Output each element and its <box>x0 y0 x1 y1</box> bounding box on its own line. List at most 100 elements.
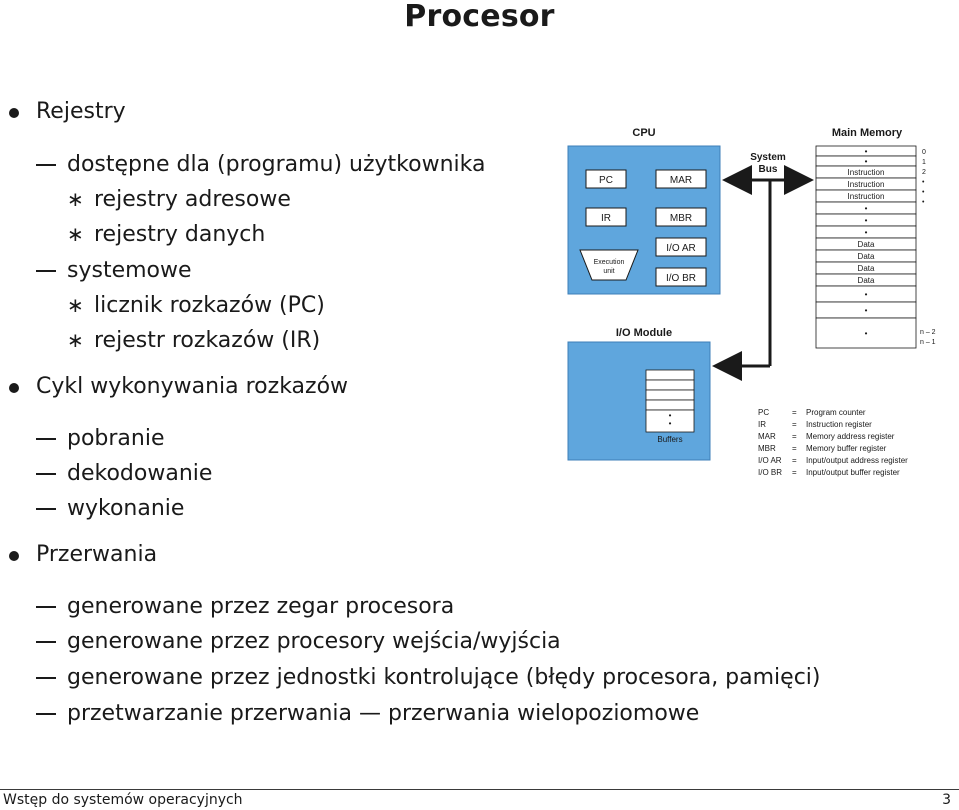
register-label: PC <box>599 175 613 186</box>
legend-eq: = <box>792 444 797 453</box>
bullet-text: systemowe <box>67 258 192 283</box>
execution-unit-label: Execution <box>594 259 625 266</box>
buffers-label: Buffers <box>657 435 682 444</box>
bullet-text: generowane przez jednostki kontrolujące … <box>67 665 821 690</box>
memory-cell-label: • <box>865 290 868 299</box>
bullet-dash-icon <box>36 606 56 608</box>
slide-title: Procesor <box>404 0 555 34</box>
buffer-ellipsis: • <box>669 419 672 428</box>
memory-cell-label: Data <box>858 264 875 273</box>
legend-abbr: I/O BR <box>758 468 782 477</box>
memory-cell-label: • <box>865 147 868 156</box>
memory-index: n – 2 <box>920 329 936 336</box>
legend-meaning: Instruction register <box>806 420 872 429</box>
bullet-text: dostępne dla (programu) użytkownika <box>67 152 486 177</box>
memory-index: • <box>922 199 925 206</box>
legend-eq: = <box>792 420 797 429</box>
memory-cell-label: • <box>865 204 868 213</box>
legend-meaning: Program counter <box>806 408 866 417</box>
register-label: I/O AR <box>666 243 695 254</box>
io-module-label: I/O Module <box>616 327 672 339</box>
memory-index: 0 <box>922 149 926 156</box>
bullet-text: rejestr rozkazów (IR) <box>94 328 321 353</box>
legend-abbr: I/O AR <box>758 456 782 465</box>
legend-eq: = <box>792 468 797 477</box>
memory-cell-label: • <box>865 329 868 338</box>
cpu-label: CPU <box>632 127 655 139</box>
bullet-asterisk-icon: ∗ <box>67 222 84 246</box>
execution-unit-label: unit <box>603 268 614 275</box>
system-bus-label: Bus <box>759 164 778 175</box>
memory-index: • <box>922 179 925 186</box>
bullet-dash-icon <box>36 713 56 715</box>
bullet-text: generowane przez procesory wejścia/wyjśc… <box>67 629 561 654</box>
memory-cell-label: • <box>865 216 868 225</box>
bullet-text: rejestry adresowe <box>94 187 291 212</box>
register-label: I/O BR <box>666 273 696 284</box>
system-bus-label: System <box>750 152 786 163</box>
legend-abbr: MBR <box>758 444 776 453</box>
bullet-text: licznik rozkazów (PC) <box>94 293 325 318</box>
legend-eq: = <box>792 408 797 417</box>
memory-index: 1 <box>922 159 926 166</box>
bullet-dash-icon <box>36 677 56 679</box>
bullet-text: dekodowanie <box>67 461 213 486</box>
memory-cell-label: Data <box>858 276 875 285</box>
bullet-dot-icon <box>9 383 19 393</box>
buffer-slot <box>645 379 695 391</box>
footer-page-number: 3 <box>942 792 951 808</box>
buffer-slot <box>645 409 695 433</box>
memory-cell-label: Instruction <box>848 180 885 189</box>
footer-divider <box>0 789 959 790</box>
legend-meaning: Memory buffer register <box>806 444 887 453</box>
bullet-asterisk-icon: ∗ <box>67 293 84 317</box>
legend-meaning: Input/output address register <box>806 456 908 465</box>
legend-abbr: PC <box>758 408 769 417</box>
buffer-slot <box>645 399 695 411</box>
buffer-ellipsis: • <box>669 411 672 420</box>
main-memory-label: Main Memory <box>832 127 903 139</box>
memory-cell-label: • <box>865 306 868 315</box>
register-box <box>655 267 707 287</box>
memory-cell-label: Data <box>858 252 875 261</box>
bullet-dash-icon <box>36 641 56 643</box>
legend-meaning: Input/output buffer register <box>806 468 900 477</box>
bullet-dash-icon <box>36 473 56 475</box>
register-label: MBR <box>670 213 692 224</box>
register-box <box>585 207 627 227</box>
memory-index: • <box>922 189 925 196</box>
legend-meaning: Memory address register <box>806 432 895 441</box>
bullet-dot-icon <box>9 108 19 118</box>
register-label: MAR <box>670 175 692 186</box>
bullet-text: rejestry danych <box>94 222 266 247</box>
legend-abbr: MAR <box>758 432 776 441</box>
bullet-text: Przerwania <box>36 542 158 567</box>
register-box <box>655 169 707 189</box>
bullet-text: Cykl wykonywania rozkazów <box>36 374 349 399</box>
buffer-slot <box>645 389 695 401</box>
bullet-asterisk-icon: ∗ <box>67 328 84 352</box>
register-box <box>585 169 627 189</box>
bullet-dash-icon <box>36 164 56 166</box>
memory-index: n – 1 <box>920 339 936 346</box>
bullet-text: przetwarzanie przerwania — przerwania wi… <box>67 701 700 726</box>
bullet-asterisk-icon: ∗ <box>67 187 84 211</box>
legend-eq: = <box>792 456 797 465</box>
memory-cell <box>815 317 917 349</box>
bullet-dash-icon <box>36 438 56 440</box>
bullet-text: wykonanie <box>67 496 185 521</box>
bullet-dot-icon <box>9 551 19 561</box>
bullet-text: generowane przez zegar procesora <box>67 594 455 619</box>
legend-eq: = <box>792 432 797 441</box>
memory-cell-label: Instruction <box>848 168 885 177</box>
legend-abbr: IR <box>758 420 766 429</box>
buffer-slot <box>645 369 695 381</box>
bullet-text: Rejestry <box>36 99 126 124</box>
memory-cell-label: Data <box>858 240 875 249</box>
bullet-dash-icon <box>36 270 56 272</box>
memory-cell-label: Instruction <box>848 192 885 201</box>
bullet-dash-icon <box>36 508 56 510</box>
register-label: IR <box>601 213 611 224</box>
